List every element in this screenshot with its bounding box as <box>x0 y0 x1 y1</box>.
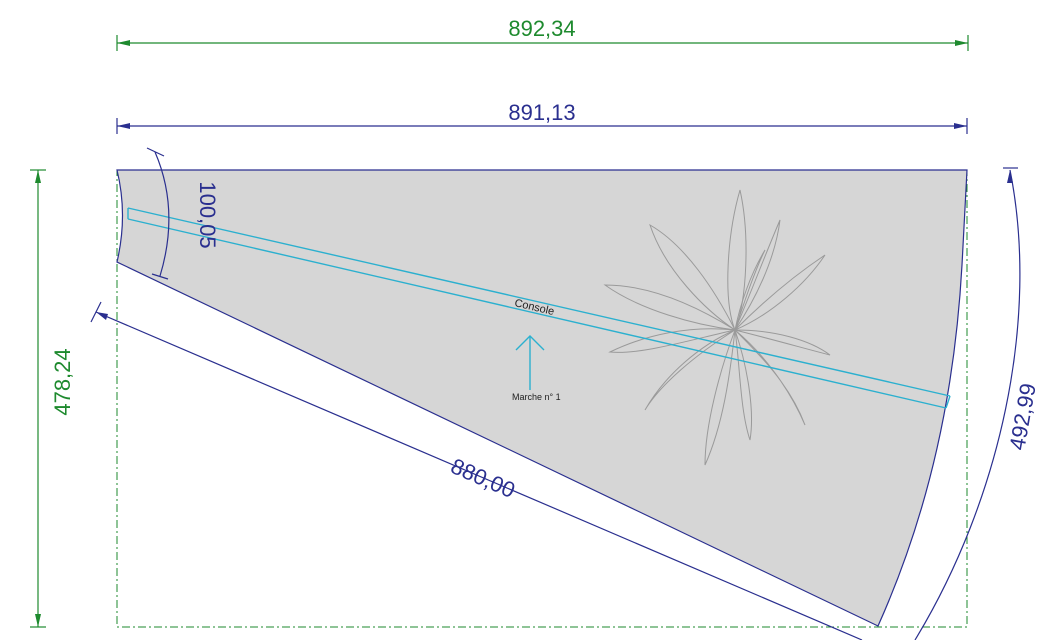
bounding-box <box>116 169 968 628</box>
flower-motif <box>603 189 831 466</box>
height-label: 478,24 <box>50 348 75 415</box>
overall-width-label: 892,34 <box>508 16 575 41</box>
height-dimension <box>30 169 46 628</box>
piece-width-dimension <box>116 118 968 134</box>
outer-arc-label: 492,99 <box>1004 381 1040 452</box>
inner-arc-dimension <box>146 147 170 280</box>
front-edge-label: 880,00 <box>447 453 519 503</box>
console-line <box>127 207 951 409</box>
inner-arc-label: 100,05 <box>195 181 220 248</box>
step-label: Marche n° 1 <box>512 392 561 402</box>
direction-arrow-icon <box>515 335 545 390</box>
front-edge-dimension <box>90 301 863 640</box>
outer-arc-dimension <box>914 167 1021 640</box>
piece-width-label: 891,13 <box>508 100 575 125</box>
step-piece <box>116 169 968 627</box>
overall-width-dimension <box>116 35 969 51</box>
